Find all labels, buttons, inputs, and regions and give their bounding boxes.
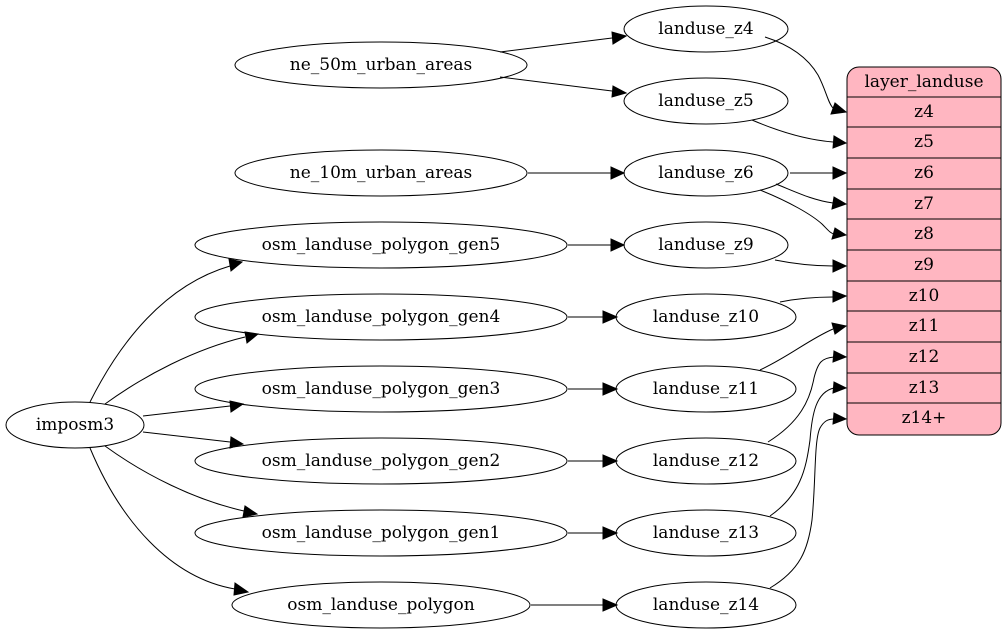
edge-osm_landuse_polygon-to-landuse_z14 (531, 598, 619, 612)
node-layer_landuse[interactable]: layer_landuse z4 z5 z6 z7 z8 z9 z10 z11 … (846, 66, 1002, 436)
node-label: ne_10m_urban_areas (290, 163, 472, 183)
edge-landuse_z13-to-layer_landuse-z13 (769, 381, 848, 517)
node-osm_landuse_polygon_gen3[interactable]: osm_landuse_polygon_gen3 (194, 365, 568, 413)
edge-landuse_z4-to-layer_landuse-z4 (764, 36, 848, 115)
edge-imposm3-to-osm_landuse_polygon_gen5 (89, 258, 244, 403)
node-ne_50m_urban_areas[interactable]: ne_50m_urban_areas (234, 41, 528, 89)
node-landuse_z6[interactable]: landuse_z6 (623, 149, 789, 197)
node-osm_landuse_polygon_gen5[interactable]: osm_landuse_polygon_gen5 (194, 221, 568, 269)
node-osm_landuse_polygon_gen1[interactable]: osm_landuse_polygon_gen1 (194, 509, 568, 557)
node-label: osm_landuse_polygon_gen1 (262, 523, 501, 543)
node-label: landuse_z5 (658, 91, 753, 111)
edge-landuse_z6-to-layer_landuse-z6 (790, 166, 848, 180)
node-label: osm_landuse_polygon_gen3 (262, 379, 501, 399)
record-field-z5[interactable]: z5 (914, 132, 934, 152)
record-field-z12[interactable]: z12 (909, 347, 940, 367)
node-label: landuse_z10 (653, 307, 759, 327)
edge-landuse_z6-to-layer_landuse-z8 (759, 189, 848, 240)
record-field-z13[interactable]: z13 (909, 378, 940, 398)
record-field-z10[interactable]: z10 (909, 286, 940, 306)
node-imposm3[interactable]: imposm3 (5, 401, 145, 449)
record-box (846, 66, 1002, 436)
edge-osm_landuse_polygon_gen5-to-landuse_z9 (568, 238, 626, 252)
edge-osm_landuse_polygon_gen2-to-landuse_z12 (568, 454, 619, 468)
edge-osm_landuse_polygon_gen4-to-landuse_z10 (568, 310, 619, 324)
edge-ne_10m_urban_areas-to-landuse_z6 (528, 166, 626, 180)
node-osm_landuse_polygon_gen2[interactable]: osm_landuse_polygon_gen2 (194, 437, 568, 485)
node-label: landuse_z9 (658, 235, 753, 255)
node-label: ne_50m_urban_areas (290, 55, 472, 75)
edge-imposm3-to-osm_landuse_polygon_gen3 (142, 400, 245, 417)
node-label: osm_landuse_polygon_gen5 (262, 235, 501, 255)
node-landuse_z13[interactable]: landuse_z13 (615, 509, 797, 557)
record-field-z4[interactable]: z4 (914, 102, 934, 122)
node-landuse_z14[interactable]: landuse_z14 (615, 581, 797, 629)
node-label: landuse_z14 (653, 595, 759, 615)
record-field-z9[interactable]: z9 (914, 255, 934, 275)
edge-landuse_z11-to-layer_landuse-z11 (759, 322, 848, 371)
record-title: layer_landuse (865, 72, 984, 92)
record-field-z7[interactable]: z7 (914, 194, 934, 214)
edge-imposm3-to-osm_landuse_polygon_gen2 (142, 431, 245, 449)
edge-osm_landuse_polygon_gen1-to-landuse_z13 (568, 526, 619, 540)
edge-landuse_z5-to-layer_landuse-z5 (751, 119, 848, 149)
edge-osm_landuse_polygon_gen3-to-landuse_z11 (568, 382, 619, 396)
nodes: imposm3 ne_50m_urban_areas ne_10m_urban_… (5, 5, 1002, 629)
node-landuse_z9[interactable]: landuse_z9 (623, 221, 789, 269)
edge-imposm3-to-osm_landuse_polygon_gen1 (104, 445, 259, 518)
node-label: landuse_z4 (658, 19, 753, 39)
node-osm_landuse_polygon[interactable]: osm_landuse_polygon (231, 581, 531, 629)
node-landuse_z10[interactable]: landuse_z10 (615, 293, 797, 341)
node-label: landuse_z11 (653, 379, 759, 399)
node-landuse_z12[interactable]: landuse_z12 (615, 437, 797, 485)
edge-landuse_z12-to-layer_landuse-z12 (767, 350, 848, 443)
edge-imposm3-to-osm_landuse_polygon_gen4 (104, 331, 260, 405)
node-osm_landuse_polygon_gen4[interactable]: osm_landuse_polygon_gen4 (194, 293, 568, 341)
node-landuse_z4[interactable]: landuse_z4 (623, 5, 789, 53)
node-label: osm_landuse_polygon_gen2 (262, 451, 501, 471)
record-field-z14plus[interactable]: z14+ (902, 408, 947, 428)
edge-landuse_z6-to-layer_landuse-z7 (775, 183, 848, 210)
node-label: osm_landuse_polygon (287, 595, 474, 615)
record-field-z11[interactable]: z11 (909, 316, 940, 336)
node-label: imposm3 (36, 415, 114, 435)
node-label: osm_landuse_polygon_gen4 (262, 307, 501, 327)
node-label: landuse_z13 (653, 523, 759, 543)
node-landuse_z5[interactable]: landuse_z5 (623, 77, 789, 125)
edge-landuse_z10-to-layer_landuse-z10 (779, 290, 848, 303)
node-ne_10m_urban_areas[interactable]: ne_10m_urban_areas (234, 149, 528, 197)
node-landuse_z11[interactable]: landuse_z11 (615, 365, 797, 413)
edges (89, 31, 848, 612)
edge-ne_50m_urban_areas-to-landuse_z4 (499, 31, 628, 53)
edge-landuse_z9-to-layer_landuse-z9 (774, 259, 848, 273)
edge-ne_50m_urban_areas-to-landuse_z5 (499, 76, 628, 98)
record-field-z6[interactable]: z6 (914, 163, 934, 183)
edge-landuse_z14-to-layer_landuse-z14plus (769, 412, 848, 589)
record-field-z8[interactable]: z8 (914, 224, 934, 244)
node-label: landuse_z6 (658, 163, 753, 183)
node-label: landuse_z12 (653, 451, 759, 471)
edge-imposm3-to-osm_landuse_polygon (89, 447, 250, 596)
